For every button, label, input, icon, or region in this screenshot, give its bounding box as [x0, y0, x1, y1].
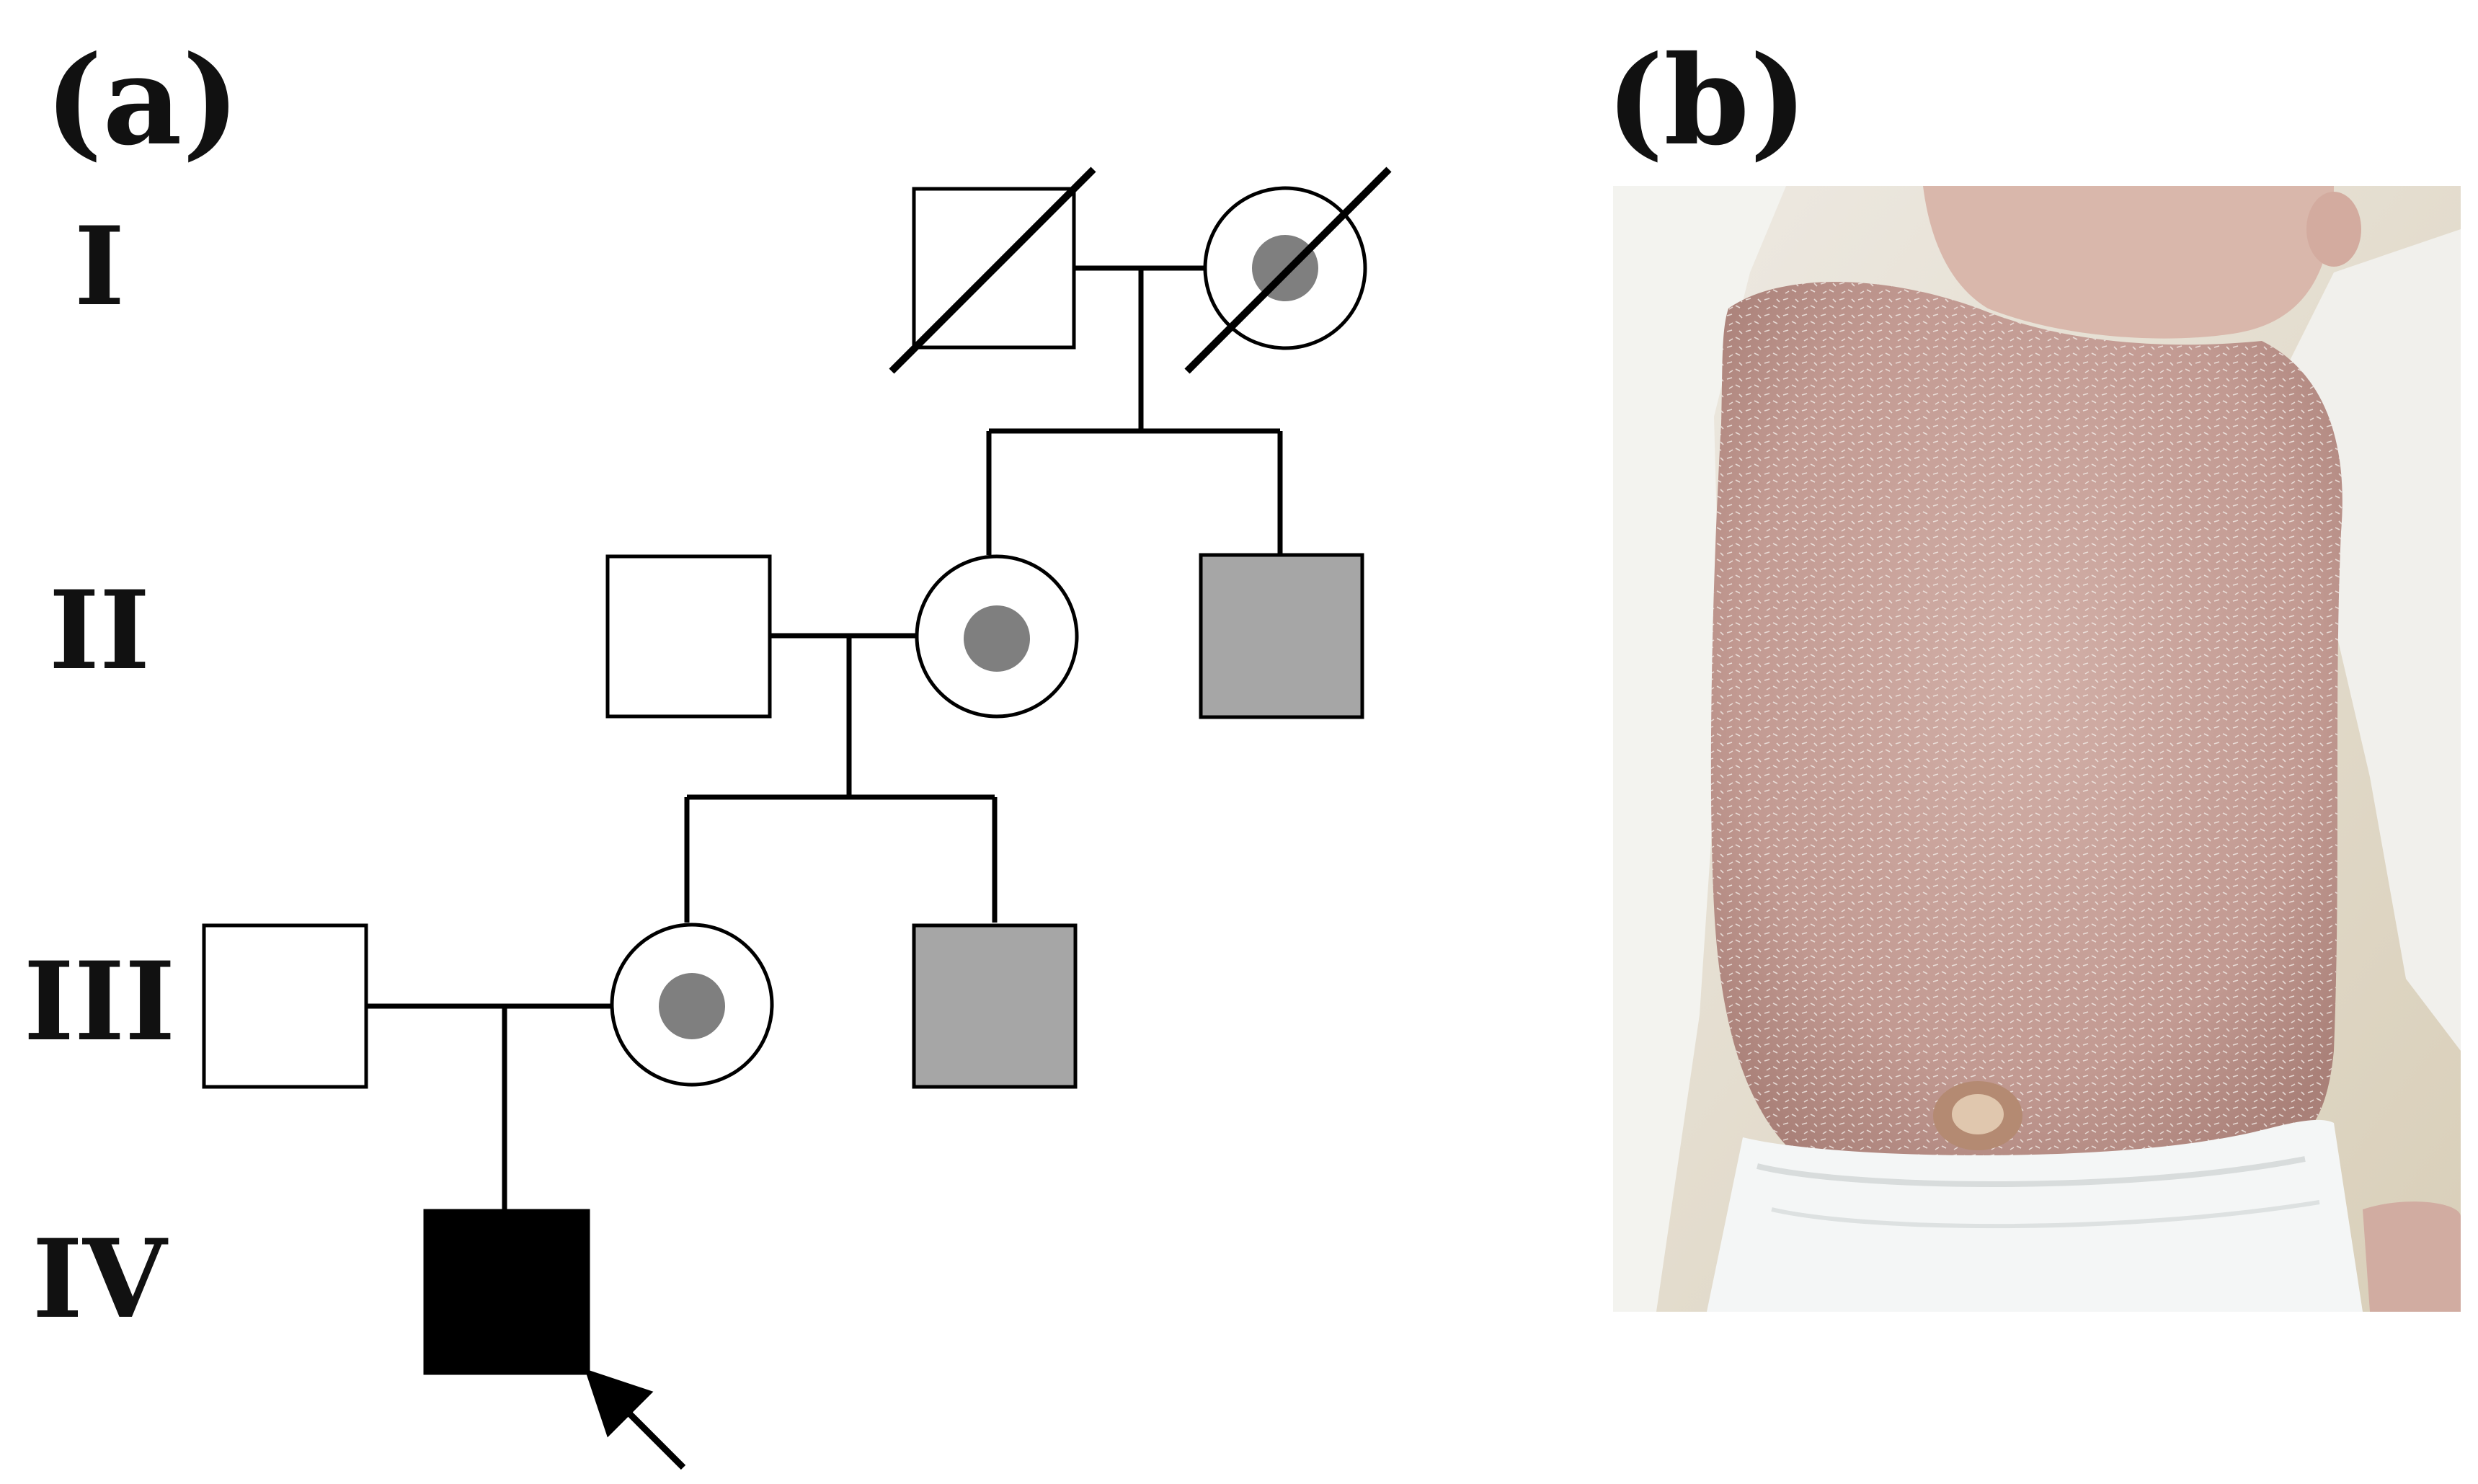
proband-arrow [585, 1369, 686, 1470]
individual-iii-3 [912, 923, 1078, 1089]
carrier-dot-ii-2 [964, 605, 1030, 672]
pedigree-diagram [202, 166, 1392, 1470]
generation-label-iv: IV [32, 1216, 167, 1343]
panel-b-label: (b) [1606, 29, 1808, 173]
individual-iii-1 [202, 923, 368, 1089]
deceased-slash-i-1 [889, 166, 1096, 374]
generation-label-ii: II [48, 567, 151, 694]
individual-ii-3 [1199, 553, 1364, 719]
generation-label-i: I [74, 203, 125, 330]
individual-ii-1 [605, 554, 772, 719]
deceased-slash-i-2 [1184, 166, 1392, 374]
generation-label-iii: III [23, 938, 176, 1065]
carrier-dot-iii-2 [659, 973, 725, 1039]
individual-iv-1-proband [423, 1209, 590, 1375]
photo-illustration [1613, 186, 2461, 1312]
panel-a-label: (a) [45, 29, 241, 173]
clinical-photo [1613, 186, 2461, 1312]
